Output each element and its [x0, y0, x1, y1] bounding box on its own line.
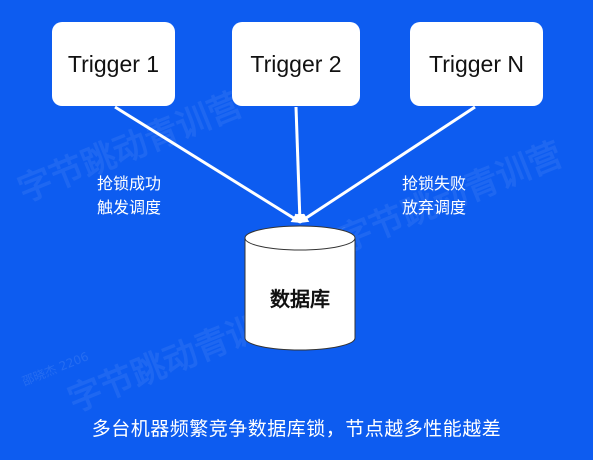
edge-label-line: 抢锁失败: [402, 174, 467, 193]
arrow-trigger-n-to-database: [298, 105, 476, 224]
database-label: 数据库: [270, 287, 330, 311]
arrow-trigger-1-to-database: [114, 105, 302, 224]
database-cylinder: [244, 225, 356, 351]
arrow-trigger-2-to-database: [294, 106, 305, 224]
edge-label-line: 触发调度: [97, 198, 162, 217]
trigger-box: Trigger N: [410, 22, 543, 106]
edge-label-line: 放弃调度: [402, 198, 467, 217]
diagram-caption: 多台机器频繁竞争数据库锁，节点越多性能越差: [91, 418, 502, 440]
trigger-box: Trigger 2: [232, 22, 360, 106]
edge-label-success: 抢锁成功 触发调度: [97, 172, 161, 220]
edge-label-line: 抢锁成功: [97, 174, 162, 193]
trigger-label: Trigger N: [429, 50, 524, 77]
trigger-box: Trigger 1: [52, 22, 175, 106]
edge-label-fail: 抢锁失败 放弃调度: [402, 172, 466, 220]
trigger-label: Trigger 1: [67, 50, 160, 77]
trigger-label: Trigger 2: [250, 50, 342, 77]
